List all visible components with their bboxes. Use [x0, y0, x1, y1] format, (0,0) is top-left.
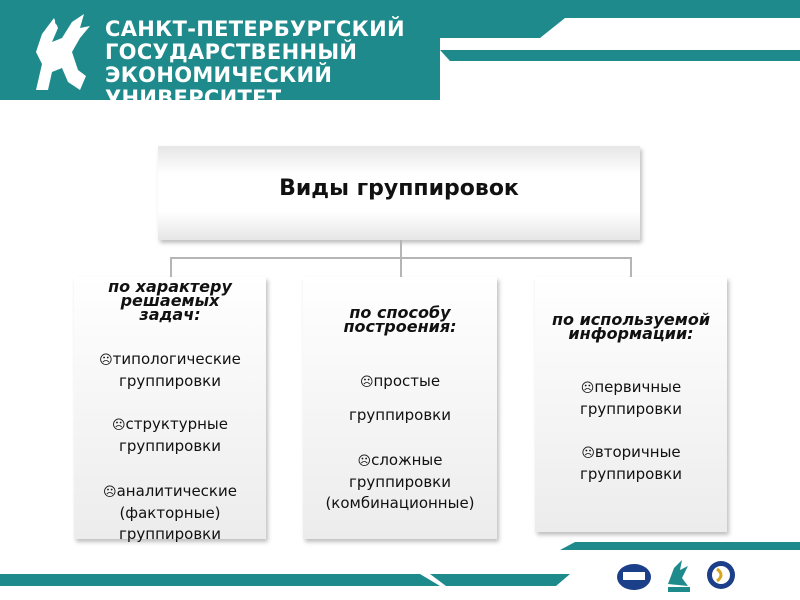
category-heading: по используемой информации: [551, 310, 711, 343]
frown-face-icon: ☹ [580, 381, 595, 396]
list-item: ☹типологические группировки [74, 349, 266, 392]
list-item: ☹первичные группировки [565, 377, 697, 420]
category-box-information-used: по используемой информации: ☹первичные г… [535, 277, 727, 532]
list-item: ☹вторичные группировки [565, 442, 697, 485]
category-heading: по способу построения: [343, 303, 457, 336]
frown-face-icon: ☹ [99, 353, 113, 368]
header-band [0, 0, 800, 100]
frown-face-icon: ☹ [111, 418, 126, 433]
economics-emblem-icon [707, 561, 735, 589]
connector-trunk [400, 240, 402, 258]
item-text: первичные группировки [580, 378, 682, 418]
diagram-title: Виды группировок [279, 176, 519, 201]
category-box-construction-method: по способу построения: ☹простые группиро… [303, 277, 497, 539]
item-text: аналитические (факторные) группировки [116, 482, 237, 543]
category-box-task-type: по характеру решаемых задач: ☹типологиче… [74, 277, 266, 543]
item-text: типологические группировки [112, 350, 241, 390]
connector-right [630, 257, 632, 277]
university-emblem-icon [617, 564, 651, 590]
item-text: вторичные группировки [580, 443, 682, 483]
connector-left [170, 257, 172, 277]
university-name: САНКТ-ПЕТЕРБУРГСКИЙ ГОСУДАРСТВЕННЫЙ ЭКОН… [105, 17, 405, 110]
finek-logo-icon [668, 560, 690, 592]
footer-band [0, 542, 800, 586]
frown-face-icon: ☹ [359, 375, 374, 390]
connector-middle [400, 257, 402, 277]
frown-face-icon: ☹ [103, 485, 117, 500]
list-item: ☹структурные группировки [104, 414, 236, 457]
category-heading: по характеру решаемых задач: [108, 277, 232, 324]
list-item: ☹аналитические (факторные) группировки [84, 481, 256, 545]
diagram-title-box: Виды группировок [158, 146, 640, 240]
griffin-logo-icon [36, 14, 90, 90]
item-text: сложные группировки (комбинационные) [325, 451, 475, 512]
list-item: ☹сложные группировки (комбинационные) [309, 450, 491, 514]
item-text: простые группировки [349, 372, 451, 424]
item-text: структурные группировки [119, 415, 229, 455]
list-item: ☹простые группировки [338, 365, 462, 431]
frown-face-icon: ☹ [581, 446, 595, 461]
frown-face-icon: ☹ [357, 454, 372, 469]
